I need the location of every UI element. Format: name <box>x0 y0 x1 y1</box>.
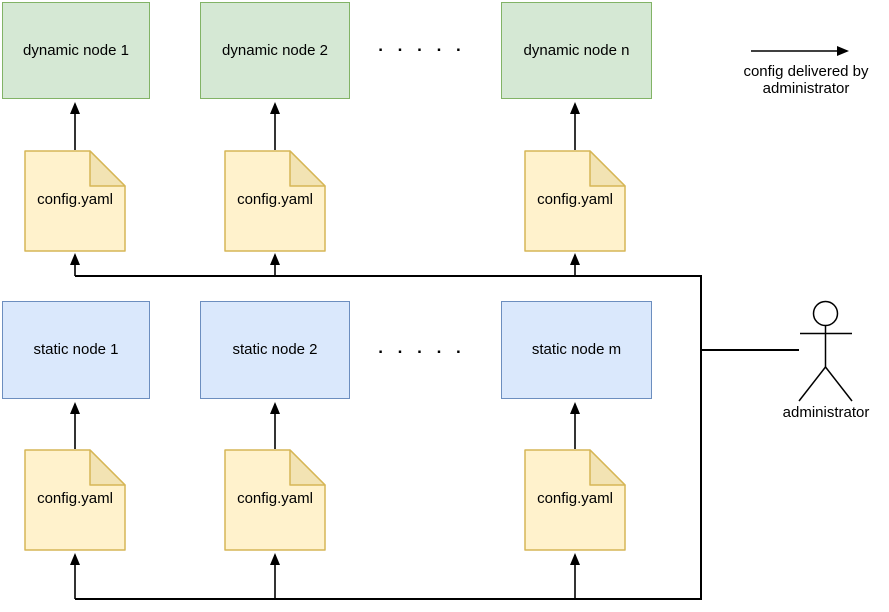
node-label: dynamic node 2 <box>222 41 328 59</box>
node-dynamic-2: dynamic node 2 <box>200 2 350 99</box>
config-file-label: config.yaml <box>37 191 113 208</box>
legend-caption-line: administrator <box>762 80 850 97</box>
ellipsis-static-row: . . . . . <box>378 338 466 357</box>
node-dynamic-n: dynamic node n <box>501 2 652 99</box>
ellipsis-dynamic-row: . . . . . <box>378 36 466 55</box>
node-label: static node 2 <box>232 341 318 358</box>
config-bus-line <box>75 275 702 600</box>
arrows-bus-to-bottom-configs <box>70 553 580 599</box>
config-file-label: config.yaml <box>37 490 113 507</box>
arrows-config-to-dynamic <box>70 102 580 150</box>
config-file-label: config.yaml <box>237 191 313 208</box>
node-static-m: static node m <box>501 301 652 399</box>
administrator-figure-icon <box>798 300 853 402</box>
node-label: dynamic node 1 <box>23 41 129 59</box>
config-file-label: config.yaml <box>537 490 613 507</box>
config-file-icon <box>24 150 126 252</box>
config-file-label: config.yaml <box>237 490 313 507</box>
legend-caption-line: config delivered by <box>743 63 869 80</box>
config-file-label: config.yaml <box>537 191 613 208</box>
administrator-label: administrator <box>782 404 870 421</box>
config-file-icon <box>224 449 326 551</box>
node-static-2: static node 2 <box>200 301 350 399</box>
arrows-bus-to-top-configs <box>70 253 580 276</box>
config-file-icon <box>524 449 626 551</box>
node-dynamic-1: dynamic node 1 <box>2 2 150 99</box>
node-static-1: static node 1 <box>2 301 150 399</box>
node-label: static node m <box>531 341 622 358</box>
node-label: static node 1 <box>33 341 119 358</box>
config-file-icon <box>224 150 326 252</box>
arrows-config-to-static <box>70 402 580 449</box>
node-label: dynamic node n <box>523 41 630 59</box>
config-file-icon <box>524 150 626 252</box>
legend-caption: config delivered by administrator <box>738 63 874 97</box>
config-file-icon <box>24 449 126 551</box>
